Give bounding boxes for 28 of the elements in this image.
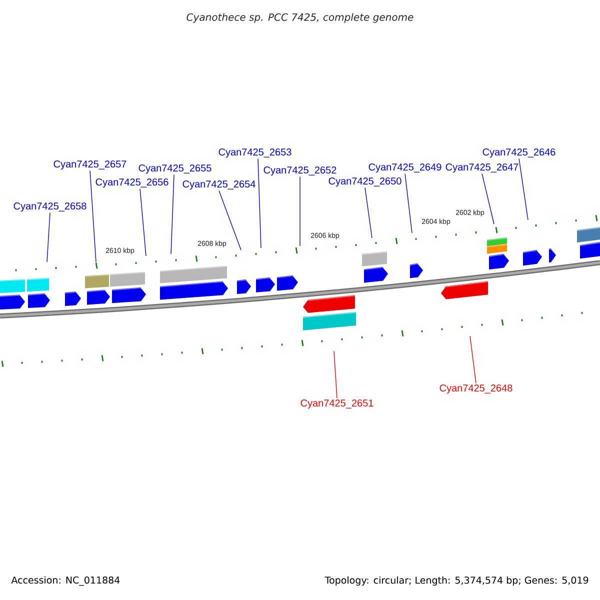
leader-line <box>334 350 338 399</box>
gene-label: Cyan7425_2655 <box>138 164 212 174</box>
gene-label: Cyan7425_2657 <box>54 160 126 170</box>
gene-label: Cyan7425_2648 <box>440 384 512 394</box>
leader-line <box>170 174 174 254</box>
leader-line <box>404 173 412 234</box>
gene-label: Cyan7425_2652 <box>264 166 336 176</box>
leader-line <box>218 190 242 250</box>
gene-label: Cyan7425_2647 <box>446 163 518 173</box>
footer-text: Accession: NC_011884 <box>11 576 120 586</box>
gene-label: Cyan7425_2646 <box>482 148 556 158</box>
gene-label: Cyan7425_2658 <box>14 202 86 212</box>
gene-label: Cyan7425_2651 <box>300 399 374 409</box>
leader-line <box>364 187 372 238</box>
gene-label: Cyan7425_2656 <box>96 178 168 188</box>
leader-line <box>258 158 262 248</box>
gene-label: Cyan7425_2654 <box>182 180 256 190</box>
leader-line <box>140 188 146 256</box>
footer-text: Topology: circular; Length: 5,374,574 bp; Genes: 5,019 <box>324 576 588 586</box>
leader-line <box>46 212 50 262</box>
gene-label: Cyan7425_2649 <box>368 163 442 173</box>
title: Cyanothece sp. PCC 7425, complete genome <box>186 13 414 23</box>
leader-line <box>482 173 494 224</box>
gene-label: Cyan7425_2653 <box>218 148 292 158</box>
leader-line <box>90 170 96 262</box>
leader-line <box>518 158 528 220</box>
gene-label: Cyan7425_2650 <box>328 177 402 187</box>
leader-line <box>470 336 476 384</box>
